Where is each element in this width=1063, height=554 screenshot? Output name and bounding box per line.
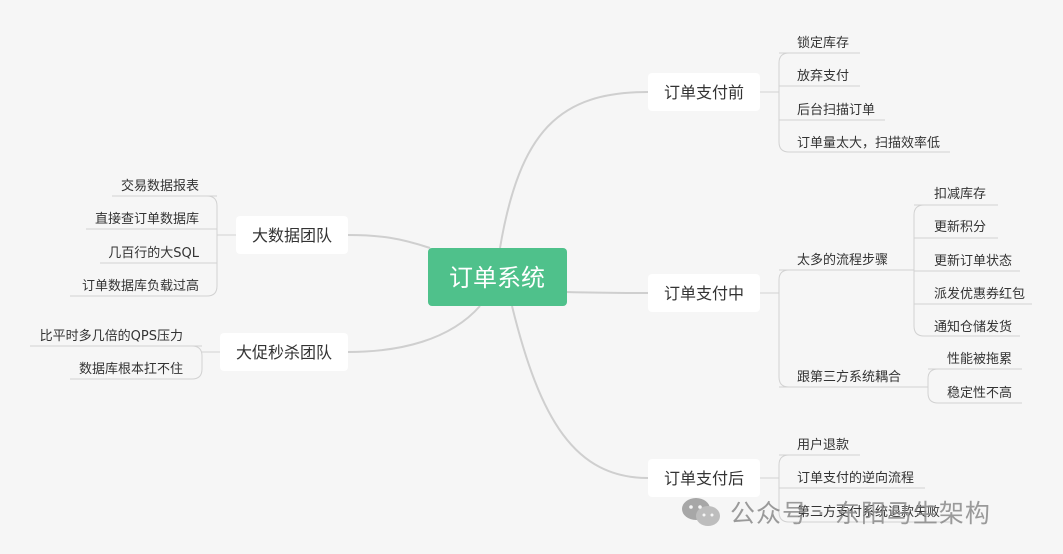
node-flash-label: 大促秒杀团队	[236, 343, 332, 362]
during-group-1[interactable]: 太多的流程步骤	[797, 252, 888, 268]
during-g1-child-2[interactable]: 更新积分	[934, 219, 986, 235]
during-g1-child-5[interactable]: 通知仓储发货	[934, 319, 1012, 335]
during-g2-child-2[interactable]: 稳定性不高	[947, 385, 1012, 401]
root-label: 订单系统	[449, 264, 545, 292]
during-g1-child-4[interactable]: 派发优惠券红包	[934, 286, 1025, 302]
node-bigdata[interactable]: 大数据团队	[236, 216, 348, 254]
root-node[interactable]: 订单系统	[428, 248, 567, 306]
node-before[interactable]: 订单支付前	[648, 73, 760, 111]
edge-root-flash	[347, 305, 481, 353]
during-g1-child-1[interactable]: 扣减库存	[934, 186, 986, 202]
bracket-during	[760, 204, 1032, 404]
bracket-after	[760, 454, 950, 523]
after-child-1[interactable]: 用户退款	[797, 437, 849, 453]
during-g1-child-3[interactable]: 更新订单状态	[934, 253, 1012, 269]
node-after-label: 订单支付后	[664, 469, 744, 488]
before-child-1[interactable]: 锁定库存	[797, 35, 849, 51]
before-child-4[interactable]: 订单量太大，扫描效率低	[797, 135, 940, 151]
node-bigdata-label: 大数据团队	[252, 226, 332, 245]
during-g2-child-1[interactable]: 性能被拖累	[947, 352, 1012, 367]
bracket-bigdata	[70, 195, 236, 297]
node-after[interactable]: 订单支付后	[648, 459, 760, 497]
edge-root-before	[499, 91, 649, 249]
edge-root-during	[565, 291, 649, 294]
edge-root-bigdata	[347, 234, 431, 249]
wechat-logo-icon	[680, 495, 722, 529]
flash-child-1[interactable]: 比平时多几倍的QPS压力	[40, 328, 183, 344]
bracket-before	[760, 52, 950, 153]
bigdata-child-2[interactable]: 直接查订单数据库	[95, 211, 199, 227]
node-during[interactable]: 订单支付中	[648, 274, 760, 312]
after-child-2[interactable]: 订单支付的逆向流程	[797, 470, 914, 486]
watermark: 公众号 · 东阳马生架构	[680, 494, 991, 530]
node-during-label: 订单支付中	[664, 284, 744, 303]
during-group-2[interactable]: 跟第三方系统耦合	[797, 369, 901, 385]
bigdata-child-4[interactable]: 订单数据库负载过高	[82, 278, 199, 294]
flash-child-2[interactable]: 数据库根本扛不住	[79, 361, 183, 377]
node-before-label: 订单支付前	[664, 83, 744, 102]
bracket-flash	[30, 345, 220, 380]
edge-root-after	[511, 305, 649, 479]
node-flash[interactable]: 大促秒杀团队	[220, 333, 348, 371]
bigdata-child-3[interactable]: 几百行的大SQL	[108, 245, 199, 261]
bigdata-child-1[interactable]: 交易数据报表	[121, 178, 199, 194]
after-child-3[interactable]: 第三方支付系统退款失败	[797, 504, 940, 520]
before-child-2[interactable]: 放弃支付	[797, 69, 849, 84]
watermark-text: 公众号 · 东阳马生架构	[730, 499, 991, 528]
before-child-3[interactable]: 后台扫描订单	[797, 103, 875, 118]
